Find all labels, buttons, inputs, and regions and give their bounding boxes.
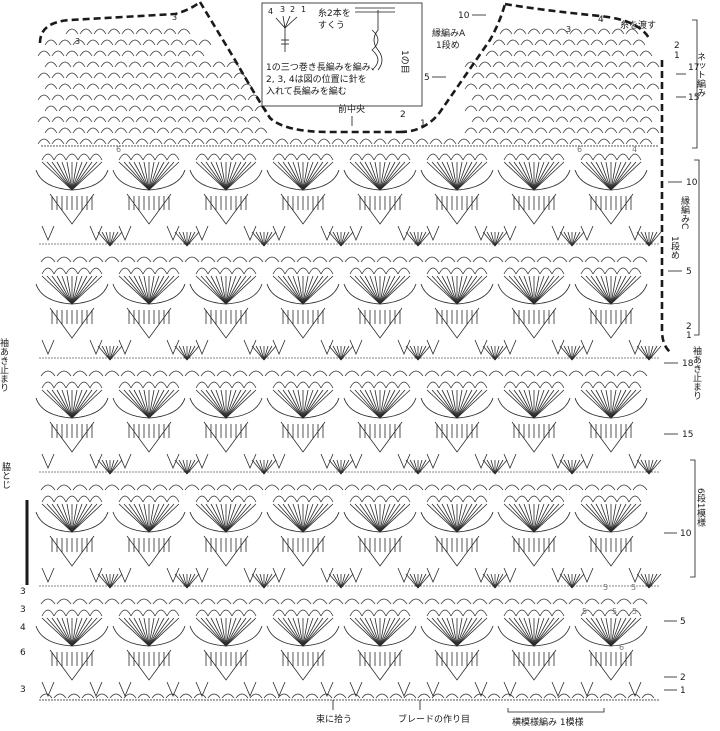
repeat-bracket <box>507 708 605 713</box>
legend-number-2: 2 <box>290 5 295 14</box>
row-4-top: 4 <box>598 15 604 25</box>
net-pattern-area <box>37 28 660 147</box>
right-row-10-b: 10 <box>680 529 692 539</box>
fan-number-6-b: 6 <box>577 145 582 154</box>
fan-number-5-e: 5 <box>632 607 637 616</box>
right-row-2-b: 2 <box>680 673 686 683</box>
piece-outline <box>25 0 671 585</box>
legend-number-3: 3 <box>280 5 285 14</box>
fan-number-5-c: 5 <box>582 607 587 616</box>
neck-row-2: 2 <box>400 110 406 120</box>
left-row-4: 4 <box>20 623 26 633</box>
right-row-5: 5 <box>686 267 692 277</box>
right-row-18: 18 <box>682 359 694 369</box>
row-1-top: 1 <box>674 51 680 61</box>
right-armhole-outline <box>660 60 671 353</box>
legend-hook-illustration <box>355 7 395 71</box>
right-sleeve-opening: 袖あき止まり <box>691 345 702 400</box>
row-3-top-left: 3 <box>172 13 177 22</box>
right-row-10: 10 <box>686 178 698 188</box>
fan-number-6-c: 6 <box>619 643 624 652</box>
right-row-15: 15 <box>682 430 693 440</box>
left-sleeve-opening: 袖あき止まり <box>0 337 9 392</box>
legend-number-1: 1 <box>301 5 306 14</box>
legend-number-4: 4 <box>268 7 273 16</box>
neck-row-5: 5 <box>424 73 430 83</box>
left-row-3-a: 3 <box>20 587 26 597</box>
fan-number-5-b: 5 <box>631 583 636 592</box>
right-row-1: 1 <box>686 331 692 341</box>
right-row-2: 2 <box>686 322 692 332</box>
legend-caption-line-3: 入れて長編みを編む <box>266 85 347 97</box>
row-3-top-left-b: 3 <box>75 37 80 46</box>
motif-pattern-area <box>35 153 662 701</box>
legend-caption-line-1: 1の三つ巻き長編みを編み、 <box>266 61 380 73</box>
repeat-6-rows-label: 6段1模様 <box>695 488 706 526</box>
edge-c-line-2: 1段め <box>669 236 680 260</box>
pick-bundle-label: 束に拾う <box>316 713 352 725</box>
row-15: 15 <box>688 93 699 103</box>
left-row-6: 6 <box>20 648 26 658</box>
neckline-right-outline <box>399 3 507 134</box>
right-row-1-b: 1 <box>680 686 686 696</box>
pass-yarn-label: 糸を渡す <box>620 19 656 31</box>
edge-c-line-1: 縁編みC <box>679 195 690 229</box>
neck-row-3: 3 <box>566 25 571 34</box>
right-row-5-b: 5 <box>680 617 686 627</box>
neck-row-1: 1 <box>420 119 426 129</box>
left-row-3-c: 3 <box>20 685 26 695</box>
horizontal-repeat-label: 横模様編み 1模様 <box>512 716 584 728</box>
right-shoulder-outline <box>504 2 652 41</box>
left-shoulder-outline <box>38 0 201 44</box>
legend-stitch-symbol <box>275 15 298 52</box>
row-17: 17 <box>688 63 699 73</box>
annotations: 4 3 2 1 糸2本を すくう 1の目 1の三つ巻き長編みを編み、 2, 3,… <box>0 2 706 728</box>
side-seam-label: 脇とじ <box>0 462 11 489</box>
center-front-label: 前中央 <box>338 103 365 115</box>
row-10-top: 10 <box>458 11 470 21</box>
row-2-top: 2 <box>674 41 680 51</box>
braid-foundation-label: ブレードの作り目 <box>398 713 470 725</box>
fan-number-6-a: 6 <box>116 145 121 154</box>
legend-first-stitch: 1の目 <box>399 50 410 74</box>
fan-number-5-a: 5 <box>603 583 608 592</box>
fan-number-4: 4 <box>632 145 637 154</box>
pattern-a-line-1: 縁編みA <box>432 27 466 39</box>
fan-number-5-d: 5 <box>612 607 617 616</box>
legend-caption-line-2: 2, 3, 4は図の位置に針を <box>266 73 367 85</box>
legend-two-strands-line-1: 糸2本を <box>318 7 351 19</box>
pattern-a-line-2: 1段め <box>436 39 460 51</box>
neckline-left-outline <box>198 1 400 134</box>
legend-two-strands-line-2: すくう <box>318 20 345 31</box>
left-row-3-b: 3 <box>20 605 26 615</box>
net-pattern-label: ネット編み <box>695 52 706 97</box>
